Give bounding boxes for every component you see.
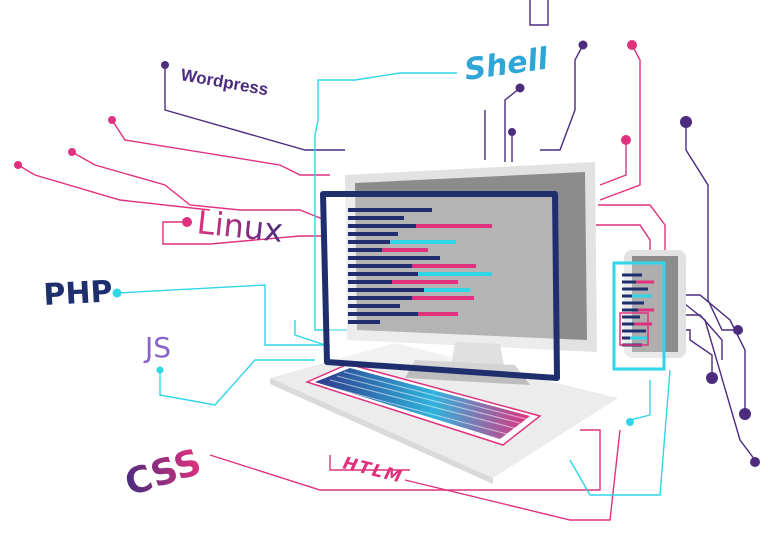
circuit-lines-pink	[17, 44, 666, 521]
label-wordpress: Wordpress	[179, 65, 269, 99]
phone	[612, 250, 686, 371]
node-dot	[182, 217, 192, 227]
node-dot	[706, 372, 718, 384]
desk-shadow	[270, 378, 493, 484]
node-dot	[161, 61, 169, 69]
circuit-lines-cyan	[116, 72, 671, 496]
code-screen	[320, 191, 560, 381]
circuit-lines	[17, 0, 756, 521]
code-lines	[348, 208, 492, 324]
label-shell: Shell	[462, 41, 551, 87]
keyboard	[304, 363, 542, 446]
node-dot	[14, 161, 22, 169]
node-dot	[680, 116, 692, 128]
node-dot	[578, 40, 588, 50]
node-dot	[515, 83, 525, 93]
node-dot	[112, 288, 122, 298]
label-php: PHP	[43, 274, 114, 313]
circuit-nodes	[14, 40, 760, 467]
label-js: JS	[143, 331, 171, 364]
node-dot	[68, 148, 76, 156]
node-dot	[156, 366, 164, 374]
node-dot	[750, 457, 760, 467]
node-dot	[621, 135, 631, 145]
label-htlm: HTLM	[341, 453, 406, 487]
circuit-lines-purple	[164, 0, 756, 461]
node-dot	[508, 128, 516, 136]
node-dot	[739, 408, 751, 420]
label-css: CSS	[120, 442, 206, 505]
label-linux: Linux	[195, 203, 285, 250]
node-dot	[733, 325, 743, 335]
node-dot	[626, 418, 634, 426]
node-dot	[108, 116, 116, 124]
node-dot	[627, 40, 637, 50]
